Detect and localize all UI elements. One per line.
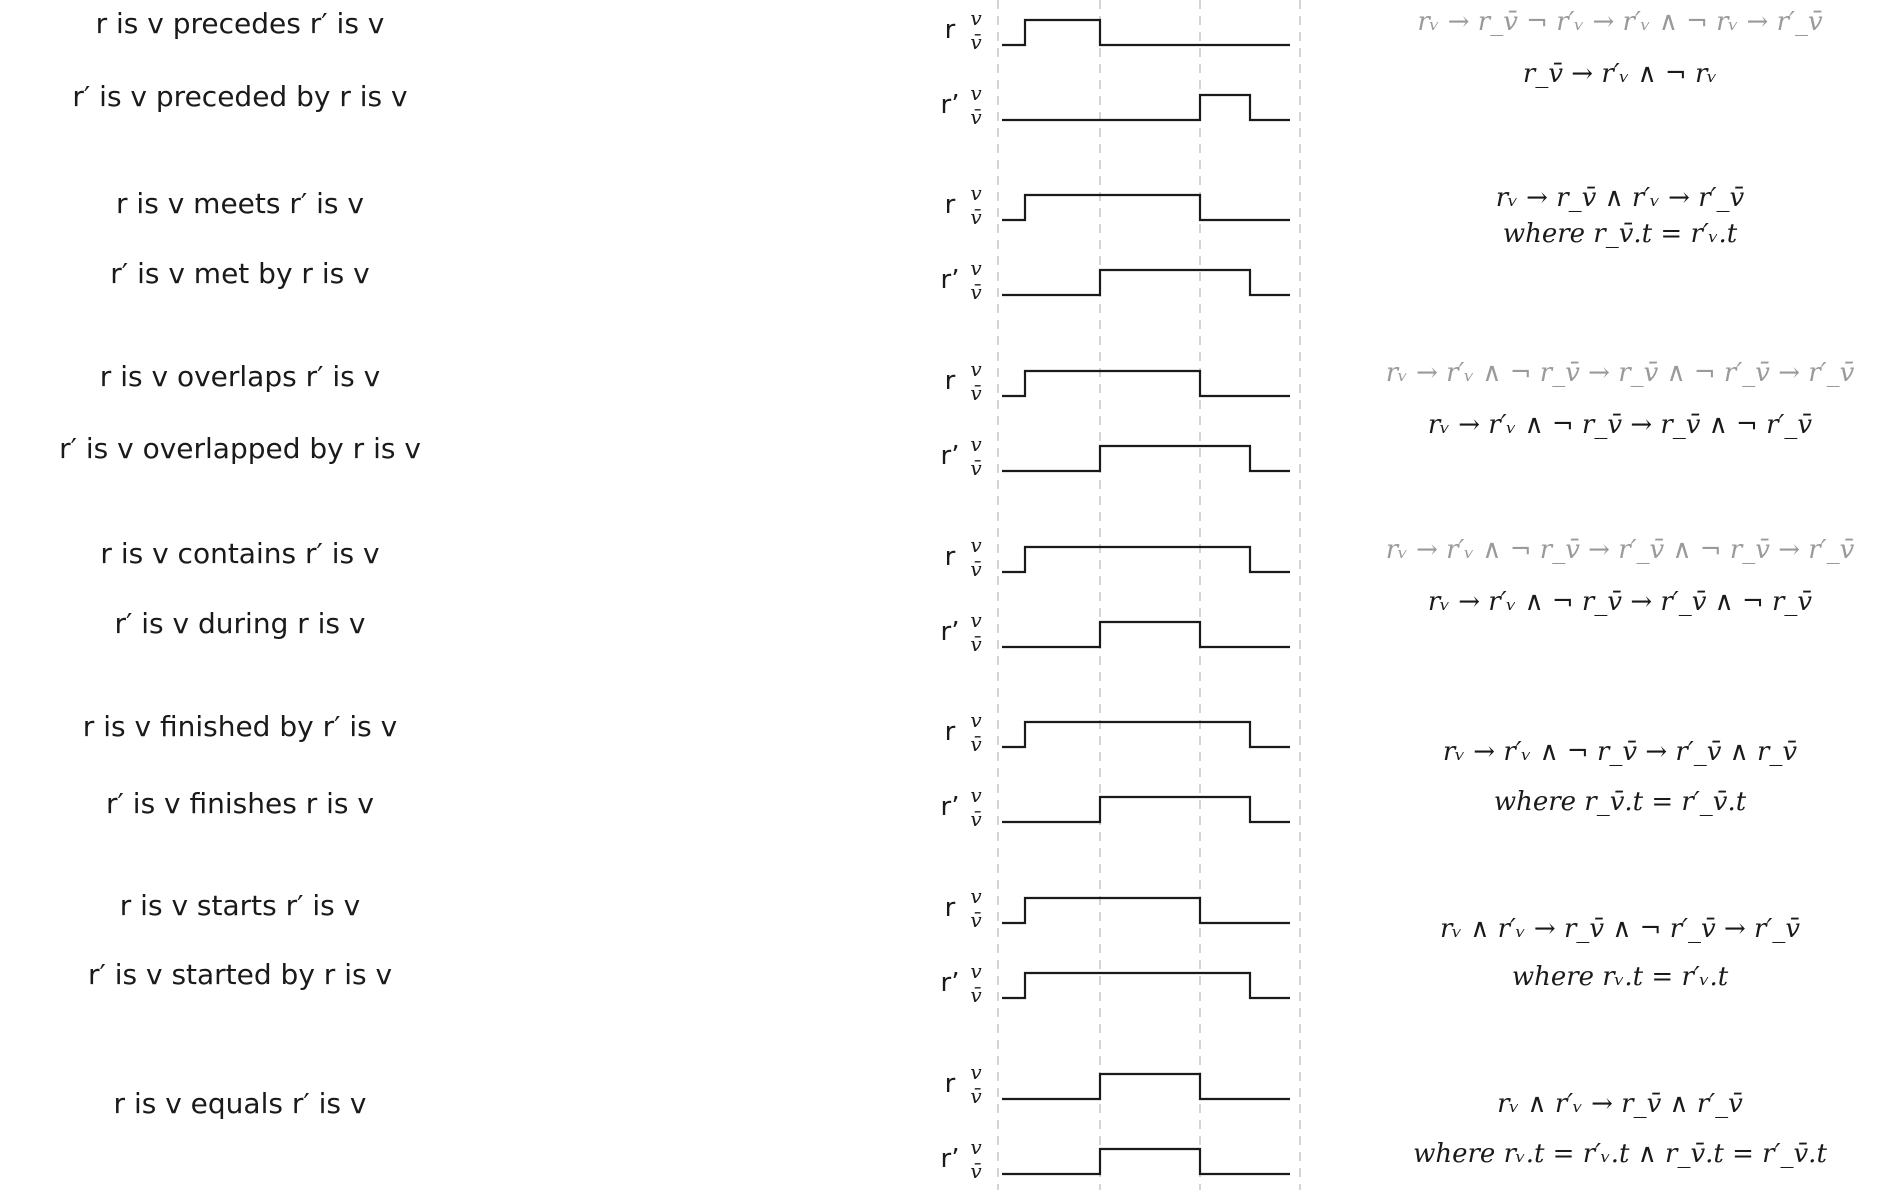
- signal-name-rp-1: r’: [941, 265, 960, 295]
- formula-2-1: rᵥ → r′ᵥ ∧ ¬ r_v̄ → r_v̄ ∧ ¬ r′_v̄: [1428, 410, 1813, 440]
- waveform-rp-1: [1002, 268, 1290, 297]
- level-low-rp-5: v̄: [970, 983, 982, 1007]
- formula-6-1: where rᵥ.t = r′ᵥ.t ∧ r_v̄.t = r′_v̄.t: [1413, 1139, 1827, 1169]
- waveform-rp-4: [1002, 795, 1290, 824]
- relation-label-0: r is v precedes r′ is v: [96, 7, 385, 40]
- waveform-r-4: [1002, 720, 1290, 749]
- level-high-r-6: v: [970, 1060, 982, 1084]
- relation-label-6: r is v equals r′ is v: [114, 1087, 367, 1120]
- level-low-r-2: v̄: [970, 381, 982, 405]
- level-low-r-0: v̄: [970, 30, 982, 54]
- level-high-r-2: v: [970, 357, 982, 381]
- formula-0-0: rᵥ → r_v̄ ¬ r′ᵥ → r′ᵥ ∧ ¬ rᵥ → r′_v̄: [1417, 7, 1823, 37]
- level-high-r-3: v: [970, 533, 982, 557]
- level-high-rp-5: v: [970, 959, 982, 983]
- signal-name-rp-6: r’: [941, 1144, 960, 1174]
- level-low-rp-1: v̄: [970, 280, 982, 304]
- level-low-r-6: v̄: [970, 1084, 982, 1108]
- formula-4-0: rᵥ → r′ᵥ ∧ ¬ r_v̄ → r′_v̄ ∧ r_v̄: [1443, 737, 1797, 767]
- relation-label-2: r is v overlaps r′ is v: [100, 360, 380, 393]
- level-low-rp-4: v̄: [970, 807, 982, 831]
- signal-name-r-2: r: [945, 366, 956, 396]
- signal-name-r-6: r: [945, 1069, 956, 1099]
- inverse-relation-label-2: r′ is v overlapped by r is v: [59, 432, 421, 465]
- inverse-relation-label-3: r′ is v during r is v: [115, 607, 366, 640]
- signal-name-rp-0: r’: [941, 90, 960, 120]
- inverse-relation-label-5: r′ is v started by r is v: [88, 958, 392, 991]
- formula-5-1: where rᵥ.t = r′ᵥ.t: [1512, 962, 1729, 992]
- inverse-relation-label-4: r′ is v finishes r is v: [106, 787, 374, 820]
- signal-name-r-4: r: [945, 717, 956, 747]
- waveform-r-0: [1002, 18, 1290, 47]
- level-high-r-0: v: [970, 6, 982, 30]
- signal-name-rp-3: r’: [941, 617, 960, 647]
- level-high-rp-6: v: [970, 1135, 982, 1159]
- level-high-rp-3: v: [970, 608, 982, 632]
- relation-label-5: r is v starts r′ is v: [120, 889, 360, 922]
- level-low-rp-0: v̄: [970, 105, 982, 129]
- waveform-rp-5: [1002, 971, 1290, 1000]
- relation-label-3: r is v contains r′ is v: [100, 537, 379, 570]
- level-high-rp-2: v: [970, 432, 982, 456]
- formula-0-1: r_v̄ → r′ᵥ ∧ ¬ rᵥ: [1523, 59, 1717, 89]
- level-low-r-1: v̄: [970, 205, 982, 229]
- formula-1-0: rᵥ → r_v̄ ∧ r′ᵥ → r′_v̄: [1496, 183, 1745, 213]
- waveform-rp-6: [1002, 1147, 1290, 1176]
- relation-label-4: r is v finished by r′ is v: [83, 710, 397, 743]
- formula-4-1: where r_v̄.t = r′_v̄.t: [1494, 787, 1747, 817]
- waveform-r-3: [1002, 545, 1290, 574]
- inverse-relation-label-1: r′ is v met by r is v: [110, 257, 369, 290]
- level-high-r-1: v: [970, 181, 982, 205]
- signal-name-r-5: r: [945, 893, 956, 923]
- signal-name-r-1: r: [945, 190, 956, 220]
- level-low-rp-6: v̄: [970, 1159, 982, 1183]
- level-low-rp-3: v̄: [970, 632, 982, 656]
- waveform-r-2: [1002, 369, 1290, 398]
- relation-label-1: r is v meets r′ is v: [116, 187, 364, 220]
- formula-1-1: where r_v̄.t = r′ᵥ.t: [1503, 219, 1738, 249]
- level-low-r-3: v̄: [970, 557, 982, 581]
- signal-name-r-0: r: [945, 15, 956, 45]
- signal-name-r-3: r: [945, 542, 956, 572]
- level-high-r-5: v: [970, 884, 982, 908]
- formula-3-0: rᵥ → r′ᵥ ∧ ¬ r_v̄ → r′_v̄ ∧ ¬ r_v̄ → r′_…: [1386, 535, 1855, 565]
- signal-name-rp-2: r’: [941, 441, 960, 471]
- level-low-rp-2: v̄: [970, 456, 982, 480]
- level-high-rp-0: v: [970, 81, 982, 105]
- level-high-rp-1: v: [970, 256, 982, 280]
- waveform-r-1: [1002, 193, 1290, 222]
- level-low-r-5: v̄: [970, 908, 982, 932]
- waveform-r-6: [1002, 1072, 1290, 1101]
- level-low-r-4: v̄: [970, 732, 982, 756]
- inverse-relation-label-0: r′ is v preceded by r is v: [72, 80, 407, 113]
- waveform-r-5: [1002, 896, 1290, 925]
- formula-3-1: rᵥ → r′ᵥ ∧ ¬ r_v̄ → r′_v̄ ∧ ¬ r_v̄: [1428, 587, 1813, 617]
- signal-name-rp-4: r’: [941, 792, 960, 822]
- level-high-rp-4: v: [970, 783, 982, 807]
- waveform-rp-0: [1002, 93, 1290, 122]
- signal-name-rp-5: r’: [941, 968, 960, 998]
- formula-6-0: rᵥ ∧ r′ᵥ → r_v̄ ∧ r′_v̄: [1497, 1089, 1743, 1119]
- formula-2-0: rᵥ → r′ᵥ ∧ ¬ r_v̄ → r_v̄ ∧ ¬ r′_v̄ → r′_…: [1386, 358, 1855, 388]
- waveform-rp-2: [1002, 444, 1290, 473]
- level-high-r-4: v: [970, 708, 982, 732]
- formula-5-0: rᵥ ∧ r′ᵥ → r_v̄ ∧ ¬ r′_v̄ → r′_v̄: [1440, 914, 1800, 944]
- waveform-rp-3: [1002, 620, 1290, 649]
